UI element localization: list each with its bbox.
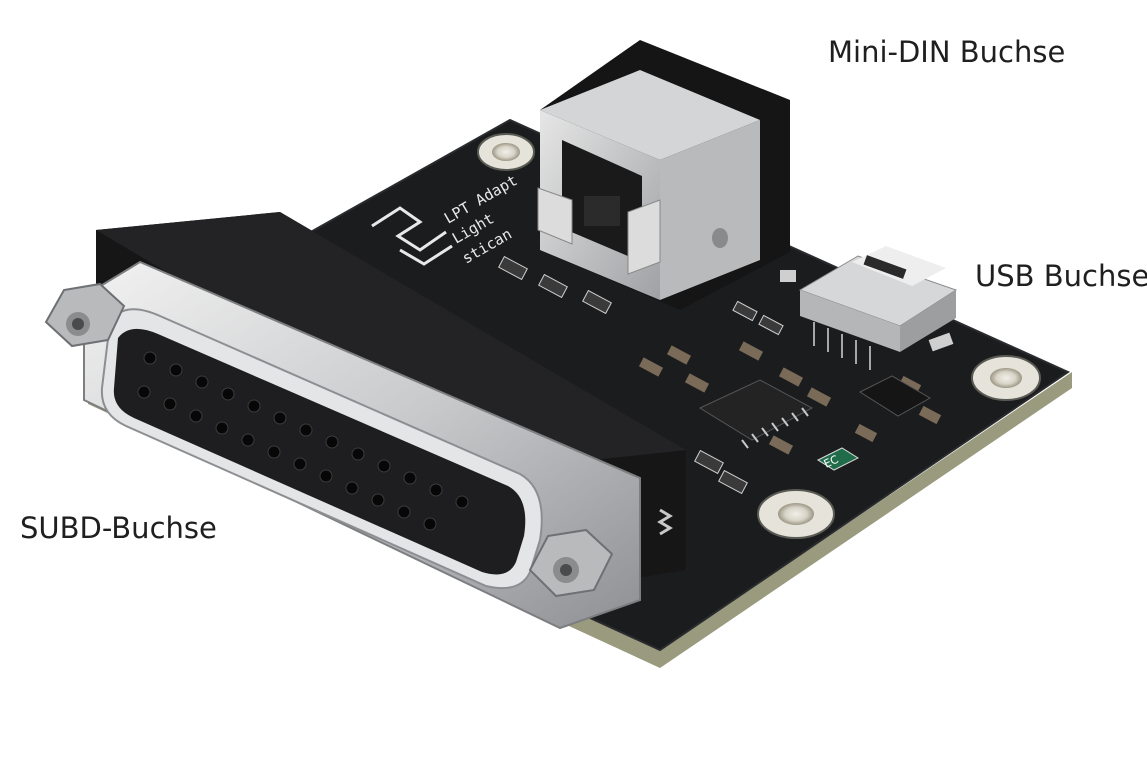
silkscreen-logo: [371, 206, 453, 266]
subd-spring-clip: [657, 508, 673, 536]
usb-label: USB Buchse: [975, 259, 1147, 293]
mounting-hole: [971, 355, 1041, 401]
usb-mini-connector: [780, 246, 958, 370]
subd-label: SUBD-Buchse: [20, 511, 217, 545]
ec-marked-component: [816, 447, 860, 471]
mini-din-connector: [537, 40, 790, 310]
hex-standoff: [528, 528, 614, 598]
smd-components: [498, 255, 942, 495]
pcb-edge: [88, 372, 1072, 668]
subd-connector: [83, 212, 686, 630]
mounting-hole: [477, 133, 535, 171]
hex-standoff: [44, 282, 126, 348]
subd-pin-sockets: [137, 351, 469, 531]
usb-controller-chip: [698, 379, 814, 449]
mounting-hole: [757, 489, 835, 539]
mini-din-label: Mini-DIN Buchse: [828, 35, 1066, 69]
ec-marking: EC: [822, 453, 841, 471]
voltage-regulator: [858, 375, 932, 417]
